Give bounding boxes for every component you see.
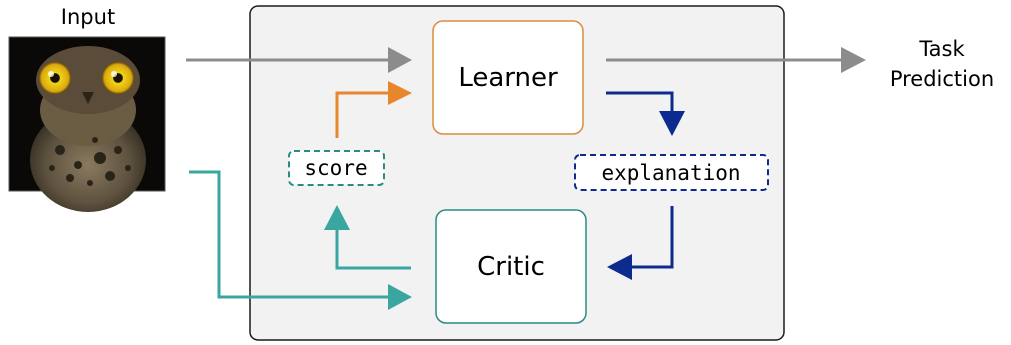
input-to-learner-arrow [186,47,412,73]
explanation-to-critic-arrow [607,206,674,280]
score-box [288,150,385,186]
explanation-label: explanation [601,161,740,185]
input-to-critic-arrow [189,170,412,310]
input-label: Input [61,5,115,29]
score-label: score [304,156,367,180]
learner-to-explanation-arrow [606,91,685,136]
critic-box [435,209,587,324]
learner-label: Learner [458,63,558,93]
input-image [8,36,166,212]
learner-to-prediction-arrow [606,47,866,73]
system-panel [249,5,785,341]
score-to-learner-arrow [335,81,412,138]
critic-to-score-arrow [324,205,411,270]
output-label-line2: Prediction [890,67,994,91]
critic-label: Critic [477,252,545,282]
explanation-box [574,154,769,191]
learner-box [432,20,584,135]
output-label-line1: Task [918,37,965,61]
